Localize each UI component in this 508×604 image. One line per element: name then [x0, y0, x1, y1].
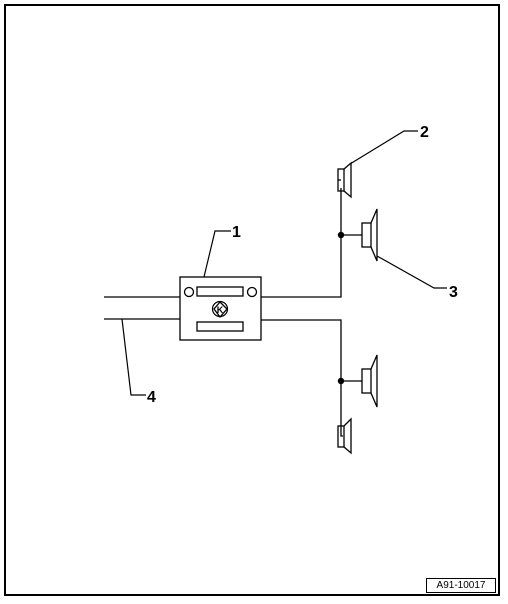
rear-woofer-icon — [361, 354, 378, 408]
callout-1: 1 — [232, 224, 241, 241]
reference-code: A91-10017 — [426, 578, 496, 593]
junction-dot-front — [337, 231, 345, 239]
leader-line-4 — [121, 318, 146, 396]
front-tweeter-icon — [337, 161, 352, 199]
front-woofer-icon — [361, 208, 378, 262]
callout-2: 2 — [420, 124, 429, 141]
junction-dot-rear — [337, 377, 345, 385]
output-wire-front — [261, 188, 342, 298]
output-wire-rear — [261, 319, 343, 437]
callout-4: 4 — [147, 389, 156, 406]
leader-line-1 — [203, 230, 231, 278]
leader-line-3 — [376, 255, 447, 289]
leader-line-2 — [349, 130, 418, 165]
radio-logo-letter: K — [217, 305, 224, 315]
rear-tweeter-icon — [337, 417, 352, 455]
radio-logo-icon — [211, 300, 229, 318]
diagram-frame — [4, 4, 500, 596]
callout-3: 3 — [449, 284, 458, 301]
